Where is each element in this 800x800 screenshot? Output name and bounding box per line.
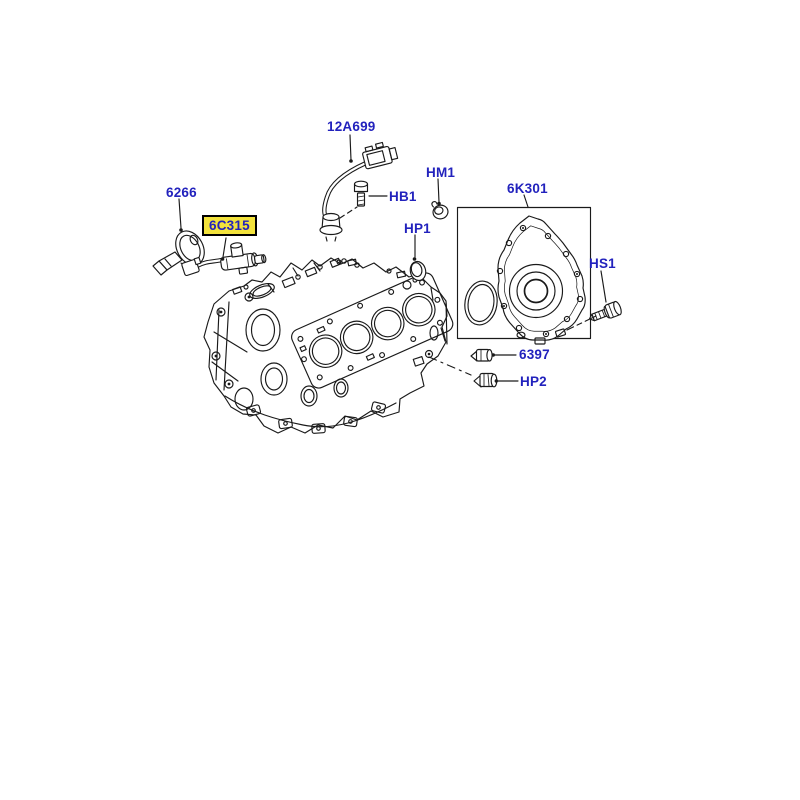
leader-lines <box>178 134 607 383</box>
part-6397-plug <box>470 348 493 362</box>
part-hb1-bolt <box>353 180 369 207</box>
part-hm1-seal <box>431 200 449 220</box>
callout-hs1[interactable]: HS1 <box>589 256 616 271</box>
callout-6266[interactable]: 6266 <box>166 185 197 200</box>
callout-hp1[interactable]: HP1 <box>404 221 431 236</box>
callout-6k301[interactable]: 6K301 <box>507 181 548 196</box>
callout-hb1[interactable]: HB1 <box>389 189 417 204</box>
part-12a699-harness <box>319 141 399 242</box>
callout-6397[interactable]: 6397 <box>519 347 550 362</box>
part-hp1-plug <box>409 260 427 282</box>
callout-hp2[interactable]: HP2 <box>520 374 547 389</box>
part-6k301-front-cover <box>496 215 586 345</box>
part-6266-sensor <box>152 230 205 276</box>
callout-12a699[interactable]: 12A699 <box>327 119 376 134</box>
part-hs1-bolt <box>588 300 622 322</box>
part-6c315-sensor <box>181 242 267 277</box>
part-6k301-oring <box>464 280 498 326</box>
callout-6c315-highlighted[interactable]: 6C315 <box>202 215 257 237</box>
part-hp2-plug <box>473 372 498 388</box>
engine-block <box>203 257 454 434</box>
callout-hm1[interactable]: HM1 <box>426 165 456 180</box>
